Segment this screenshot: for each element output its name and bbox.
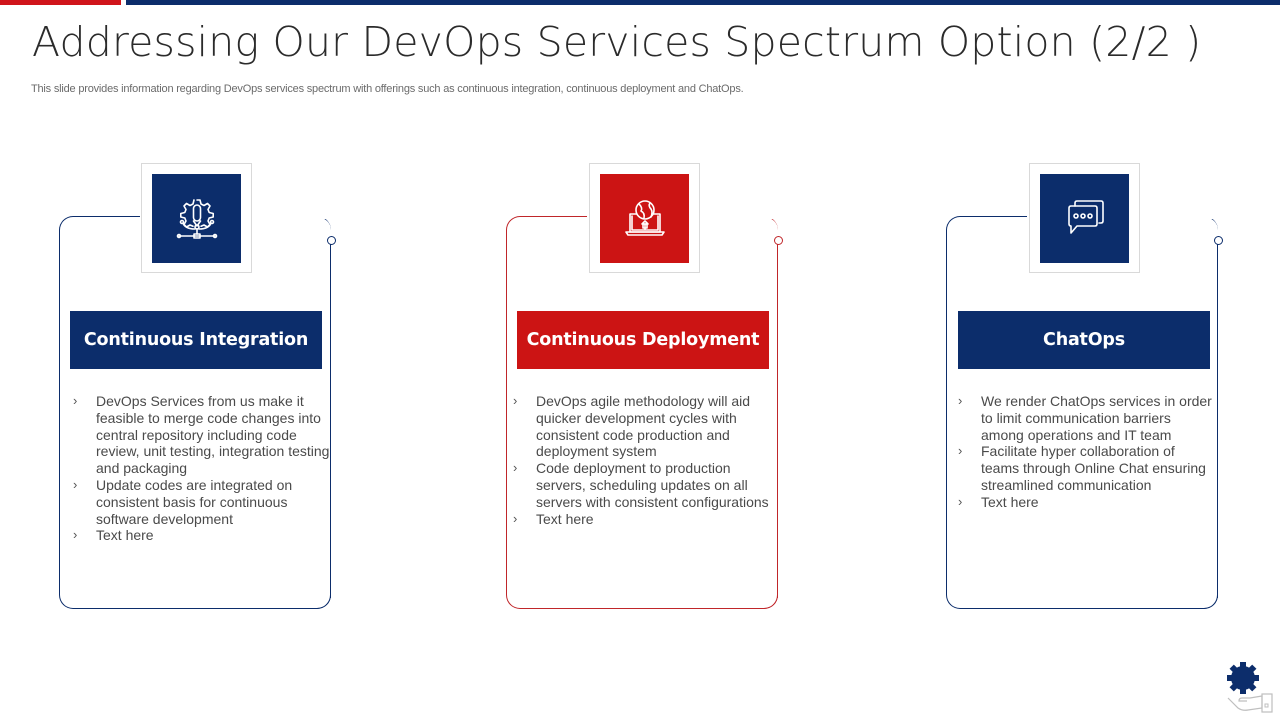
bullet-item: ›Text here	[73, 527, 154, 544]
bullet-list-continuous-deployment: ›DevOps agile methodology will aid quick…	[510, 393, 770, 527]
laptop-globe-upload-icon	[600, 174, 689, 263]
top-accent-bar-blue	[126, 0, 1280, 5]
chat-bubbles-icon	[1040, 174, 1129, 263]
chevron-right-icon: ›	[73, 527, 78, 543]
bullet-item: ›Code deployment to production servers, …	[513, 460, 769, 510]
chevron-right-icon: ›	[73, 393, 78, 408]
bullet-item: ›DevOps agile methodology will aid quick…	[513, 393, 750, 460]
bullet-item: ›Update codes are integrated on consiste…	[73, 476, 293, 527]
connector-dot	[1213, 236, 1223, 245]
bullet-item: ›Facilitate hyper collaboration of teams…	[958, 443, 1206, 493]
hand-gear-icon	[1222, 660, 1280, 720]
connector-dot	[326, 236, 336, 245]
connector-dot	[773, 236, 783, 245]
card-heading-continuous-deployment: Continuous Deployment	[517, 311, 769, 369]
bullet-item: ›Text here	[513, 510, 594, 527]
gear-pen-network-icon	[152, 174, 241, 263]
chevron-right-icon: ›	[513, 393, 518, 408]
chevron-right-icon: ›	[513, 510, 518, 526]
icon-frame-continuous-integration	[141, 163, 252, 273]
bullet-item: ›Text here	[958, 493, 1039, 510]
chevron-right-icon: ›	[958, 443, 963, 459]
chevron-right-icon: ›	[958, 393, 963, 408]
chevron-right-icon: ›	[958, 493, 963, 509]
bullet-item: ›DevOps Services from us make it feasibl…	[73, 393, 330, 477]
chevron-right-icon: ›	[73, 476, 78, 492]
icon-frame-chatops	[1029, 163, 1140, 273]
slide-title: Addressing Our DevOps Services Spectrum …	[32, 18, 1202, 66]
bullet-item: ›We render ChatOps services in order to …	[958, 393, 1212, 443]
card-heading-continuous-integration: Continuous Integration	[70, 311, 322, 369]
icon-frame-continuous-deployment	[589, 163, 700, 273]
top-accent-bar-red	[0, 0, 121, 5]
chevron-right-icon: ›	[513, 460, 518, 476]
bullet-list-chatops: ›We render ChatOps services in order to …	[955, 393, 1215, 511]
bullet-list-continuous-integration: ›DevOps Services from us make it feasibl…	[70, 393, 330, 544]
card-heading-chatops: ChatOps	[958, 311, 1210, 369]
slide-subtitle: This slide provides information regardin…	[31, 83, 744, 95]
